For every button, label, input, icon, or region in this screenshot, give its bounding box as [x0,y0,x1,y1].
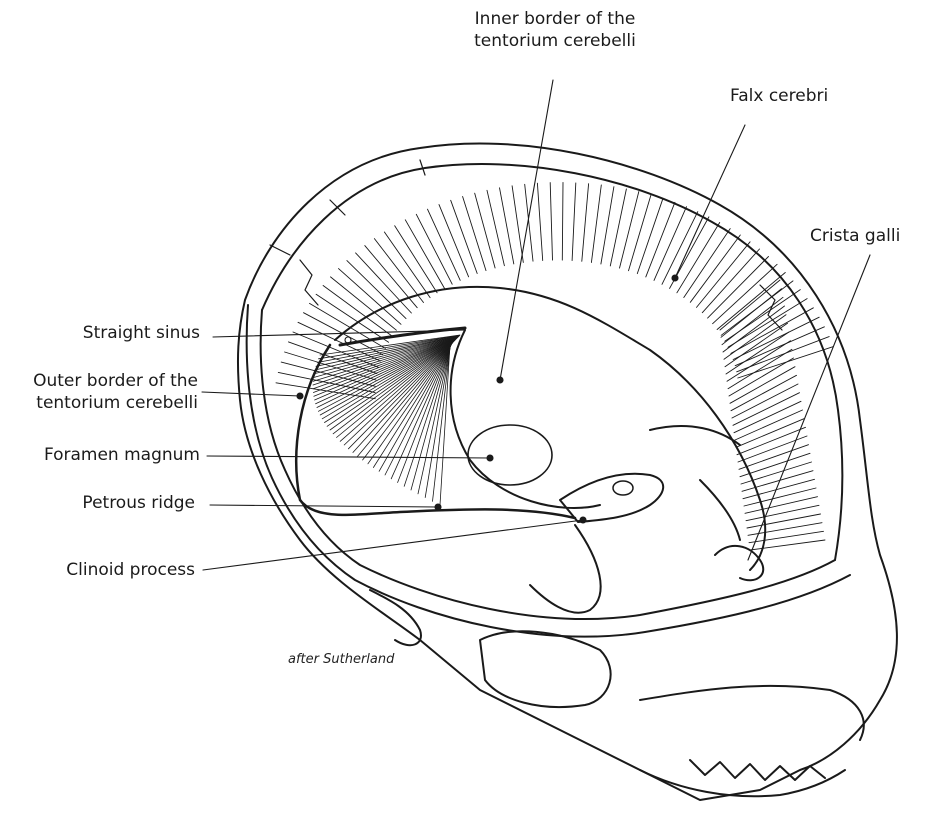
label-petrous-ridge: Petrous ridge [40,492,195,514]
dot-inner-border [497,377,503,383]
falx-stroke [316,294,389,342]
tentorium-hatching [313,335,460,505]
falx-stroke [475,193,495,268]
falx-stroke [591,185,601,263]
zygomatic-arch [480,631,611,707]
vault-segment-lines [270,160,425,255]
falx-stroke [572,183,576,261]
leader-lines [202,80,870,570]
falx-stroke [310,303,386,348]
falx-stroke [550,183,552,261]
falx-stroke [637,198,663,273]
label-outer-border: Outer border of the tentorium cerebelli [8,370,198,414]
falx-stroke [730,367,795,404]
label-clinoid-process: Clinoid process [30,559,195,581]
falx-stroke [702,249,759,313]
maxilla-outline [640,686,864,740]
falx-stroke [620,192,639,269]
falx-stroke [745,497,818,514]
label-outer-border-line1: Outer border of the [8,370,198,392]
falx-stroke [734,401,801,432]
falx-stroke [744,488,816,506]
petrous-ridge-shape [560,474,663,522]
falx-stroke [525,184,533,261]
falx-stroke [562,183,563,261]
falx-stroke [629,195,652,271]
tentorium-stroke [398,344,452,483]
dot-falx [672,275,678,281]
dot-petrous [435,504,441,510]
foramen-magnum-shape [468,425,552,485]
label-straight-sinus: Straight sinus [60,322,200,344]
falx-stroke [736,419,804,448]
falx-cerebri-hatching [276,183,833,551]
clinoid-process-shape [613,481,633,495]
falx-stroke [374,239,423,303]
label-crista-galli: Crista galli [810,225,900,247]
falx-stroke [582,184,589,262]
label-falx-cerebri: Falx cerebri [730,85,828,107]
falx-stroke [735,410,803,440]
leader-inner-border [500,80,553,380]
falx-stroke [537,183,542,260]
falx-stroke [746,505,819,520]
dot-outer-border [297,393,303,399]
falx-stroke [747,514,821,528]
falx-stroke [732,384,798,418]
label-inner-border-line2: tentorium cerebelli [460,30,650,52]
falx-stroke [512,186,523,263]
falx-stroke [610,189,626,266]
tentorial-notch [451,330,600,508]
falx-stroke [708,257,769,319]
falx-stroke [684,229,730,298]
lambdoid-suture [300,260,318,305]
label-foramen-magnum: Foramen magnum [20,444,200,466]
falx-stroke [463,197,486,271]
dot-clinoid [580,517,586,523]
leader-clinoid [203,520,583,570]
falx-stroke [724,315,786,360]
leader-falx [675,125,745,278]
falx-stroke [384,232,430,298]
falx-stroke [731,308,814,354]
label-inner-border: Inner border of the tentorium cerebelli [460,8,650,52]
leader-outer-border [202,392,300,396]
skull-cut-rim-lower [261,310,835,619]
label-outer-border-line2: tentorium cerebelli [8,392,198,414]
falx-stroke [395,226,437,293]
credit-text: after Sutherland [288,652,394,667]
falx-stroke [750,540,825,550]
falx-stroke [451,200,478,273]
tentorium-stroke [317,339,457,408]
label-inner-border-line1: Inner border of the [460,8,650,30]
leader-petrous [210,505,438,507]
falx-stroke [733,393,800,426]
leader-foramen [207,456,490,458]
falx-stroke [713,264,778,323]
sphenoid-wing [530,525,601,613]
falx-stroke [697,242,751,308]
dot-foramen [487,455,493,461]
falx-stroke [601,187,614,264]
teeth-row [690,760,825,780]
skull-outer-outline [238,143,897,800]
falx-stroke [677,223,720,293]
